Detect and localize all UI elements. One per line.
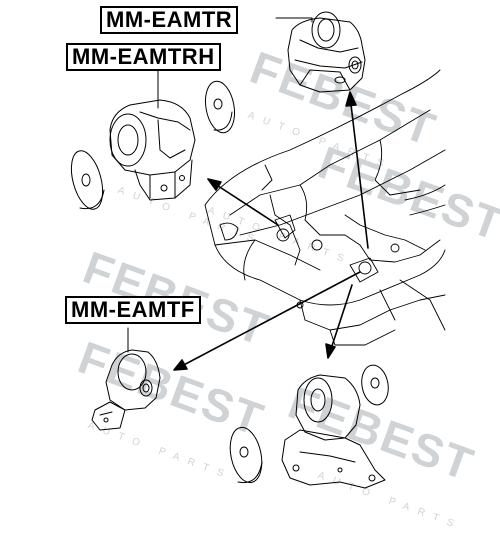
arrow-bottom [329, 284, 353, 353]
right-mount-part [109, 99, 196, 201]
pointer-arrows [173, 91, 369, 371]
arrowhead-front [173, 359, 188, 371]
arrow-rear [349, 95, 369, 249]
parts-diagram [70, 11, 446, 489]
rear-mount-part [287, 11, 366, 93]
rear-mount-washer [204, 80, 236, 134]
bottom-mount-washer-left [229, 426, 263, 484]
bottom-mount-washer-right [361, 364, 389, 406]
arrowhead-right [207, 178, 222, 191]
part-label-mm-eamtrh: MM-EAMTRH [66, 43, 221, 71]
bottom-mount-part [281, 374, 386, 489]
part-label-mm-eamtf: MM-EAMTF [65, 296, 201, 324]
part-label-mm-eamtr: MM-EAMTR [100, 6, 239, 34]
front-mount-part [91, 349, 161, 431]
chassis-sketch [204, 69, 446, 346]
right-mount-washer [70, 150, 105, 210]
arrow-front [177, 271, 361, 369]
arrowhead-rear [345, 91, 357, 107]
arrow-right [211, 181, 279, 226]
arrowhead-bottom [325, 343, 336, 359]
leader-line-rear [275, 17, 313, 23]
